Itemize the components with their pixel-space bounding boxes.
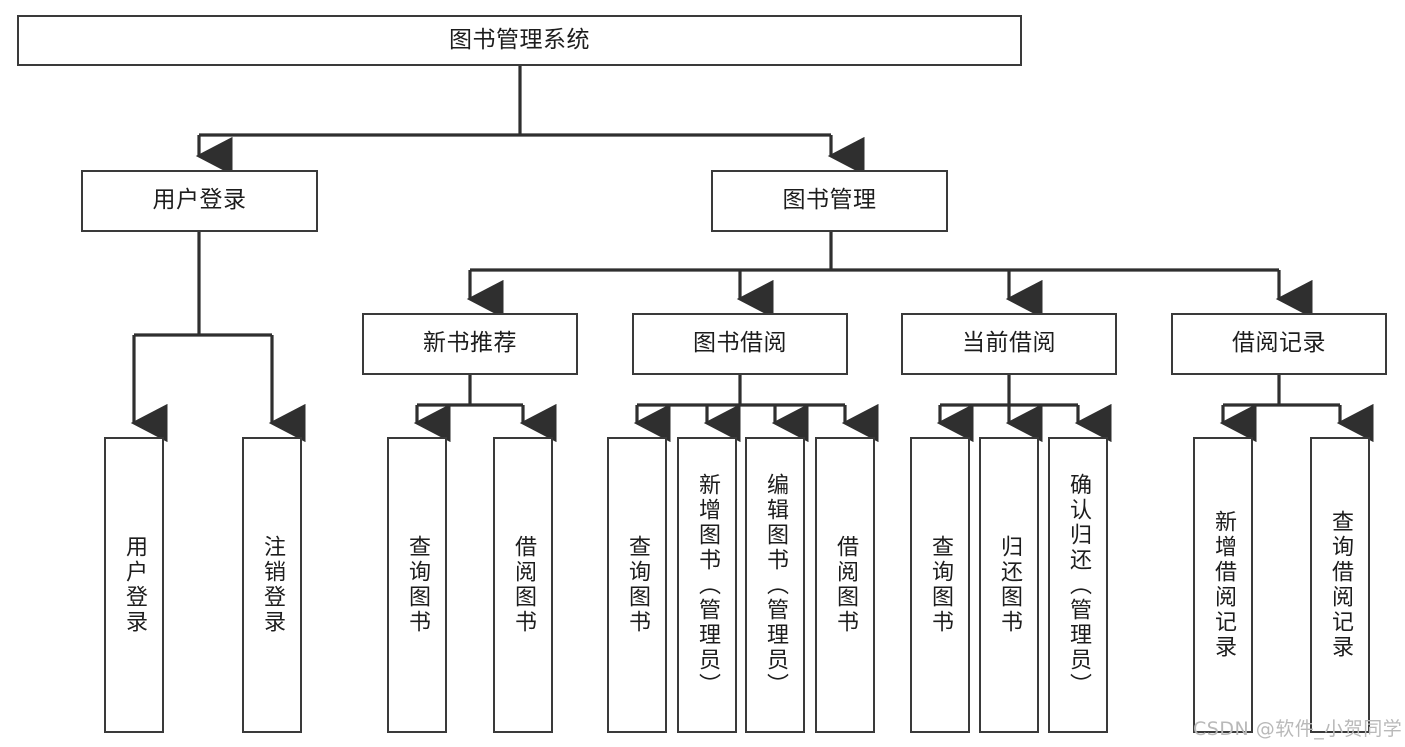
node-borrow-record[interactable]: 借阅记录 [1171,313,1387,375]
node-new-book-recommend[interactable]: 新书推荐 [362,313,578,375]
node-leaf-add-book-label: 新增图书（管理员） [695,472,720,698]
node-leaf-query-record[interactable]: 查询借阅记录 [1310,437,1370,733]
node-book-borrow-label: 图书借阅 [693,330,787,357]
node-book-management[interactable]: 图书管理 [711,170,948,232]
node-current-borrow-label: 当前借阅 [962,330,1056,357]
node-user-login[interactable]: 用户登录 [81,170,318,232]
node-book-management-label: 图书管理 [782,187,877,214]
node-leaf-return-book-label: 归还图书 [997,535,1022,635]
node-leaf-add-record-label: 新增借阅记录 [1211,510,1236,660]
node-leaf-query-book-3-label: 查询图书 [928,535,953,635]
node-leaf-query-book-2[interactable]: 查询图书 [607,437,667,733]
node-leaf-logout[interactable]: 注销登录 [242,437,302,733]
node-leaf-borrow-book-1-label: 借阅图书 [511,535,536,635]
node-leaf-query-book-3[interactable]: 查询图书 [910,437,970,733]
node-leaf-edit-book[interactable]: 编辑图书（管理员） [745,437,805,733]
node-root-label: 图书管理系统 [449,26,590,53]
node-current-borrow[interactable]: 当前借阅 [901,313,1117,375]
node-leaf-query-book-1-label: 查询图书 [405,535,430,635]
node-book-borrow[interactable]: 图书借阅 [632,313,848,375]
csdn-watermark: CSDN @软件_小贺同学 [1193,718,1403,740]
node-leaf-query-book-2-label: 查询图书 [625,535,650,635]
node-leaf-query-book-1[interactable]: 查询图书 [387,437,447,733]
node-leaf-logout-label: 注销登录 [260,535,285,635]
node-root[interactable]: 图书管理系统 [17,15,1022,66]
node-leaf-return-book[interactable]: 归还图书 [979,437,1039,733]
node-leaf-query-record-label: 查询借阅记录 [1328,510,1353,660]
node-leaf-add-record[interactable]: 新增借阅记录 [1193,437,1253,733]
node-leaf-borrow-book-2-label: 借阅图书 [833,535,858,635]
node-leaf-borrow-book-2[interactable]: 借阅图书 [815,437,875,733]
node-borrow-record-label: 借阅记录 [1232,330,1326,357]
node-new-book-recommend-label: 新书推荐 [423,330,517,357]
node-leaf-user-login-label: 用户登录 [122,535,147,635]
node-leaf-edit-book-label: 编辑图书（管理员） [763,472,788,698]
node-leaf-confirm-return-label: 确认归还（管理员） [1066,472,1091,698]
node-leaf-add-book[interactable]: 新增图书（管理员） [677,437,737,733]
node-leaf-user-login[interactable]: 用户登录 [104,437,164,733]
node-leaf-confirm-return[interactable]: 确认归还（管理员） [1048,437,1108,733]
node-leaf-borrow-book-1[interactable]: 借阅图书 [493,437,553,733]
node-user-login-label: 用户登录 [152,187,247,214]
